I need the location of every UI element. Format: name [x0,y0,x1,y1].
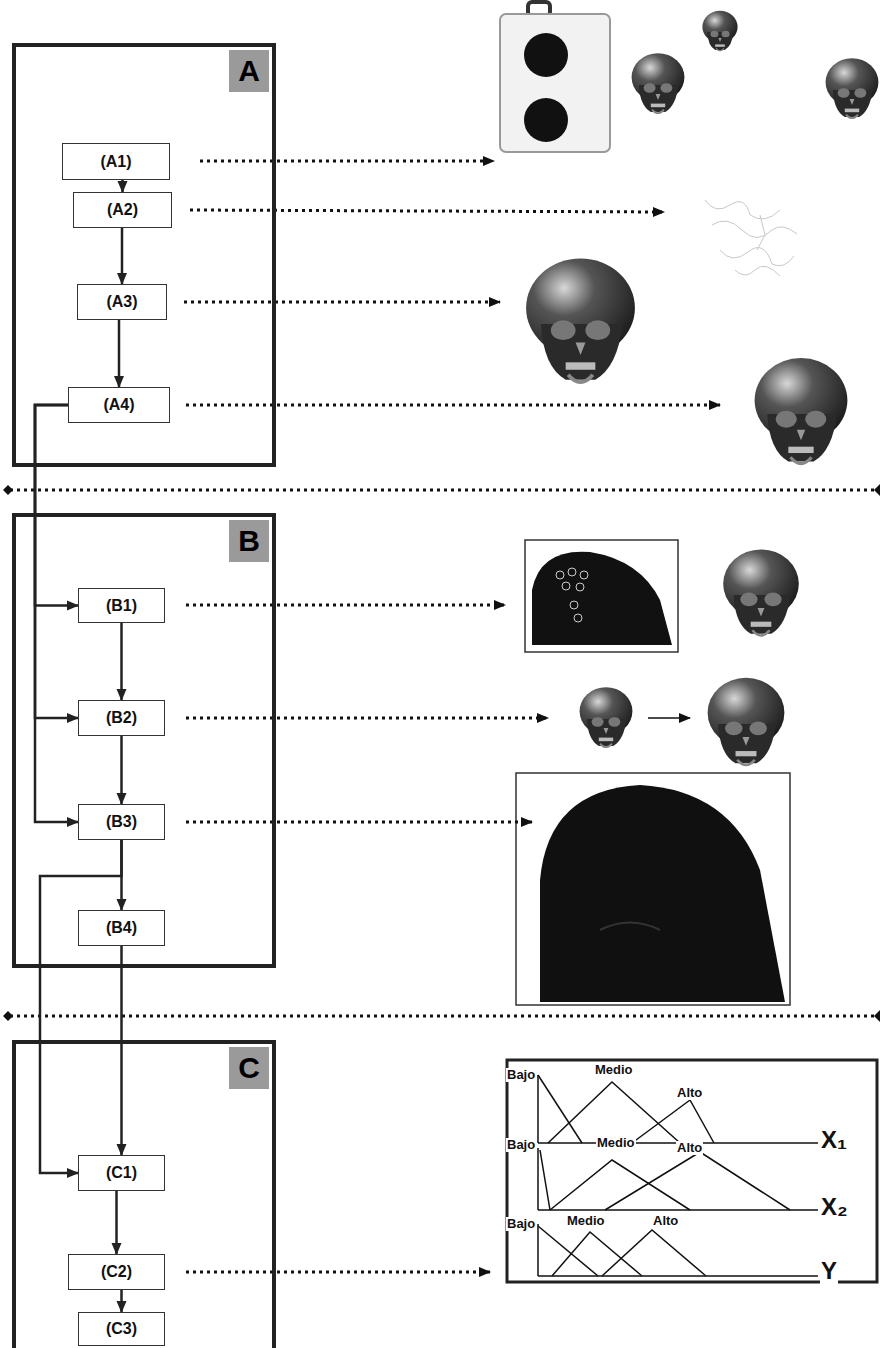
process-box: (B1) [78,588,165,623]
step-label: (B4) [106,919,137,937]
stage-letter: C [229,1047,269,1089]
step-label: (A4) [103,396,134,414]
step-label: (A1) [100,153,131,171]
step-label: (B1) [106,597,137,615]
step-label: (A3) [106,293,137,311]
fuzzy-set-label: Medio [566,1214,606,1228]
step-label: (A2) [107,201,138,219]
flow-arrow [35,405,78,606]
process-box: (B3) [78,804,165,840]
process-box: (A3) [77,284,167,320]
axis-label: X₁ [820,1127,848,1153]
flow-arrow [121,228,124,284]
process-box: (A1) [62,143,170,180]
step-label: (B3) [106,813,137,831]
flow-arrow [120,623,123,700]
stage-panel: C (C1) (C2) (C3) [12,1040,276,1348]
step-label: (C1) [106,1164,137,1182]
flow-arrow [35,405,78,718]
stage-panel: A (A1) (A2) (A3) (A4) [12,43,276,467]
fuzzy-set-label: Bajo [506,1217,536,1231]
flow-arrow [118,320,121,387]
step-label: (B2) [106,709,137,727]
fuzzy-set-label: Bajo [506,1068,536,1082]
step-label: (C3) [106,1320,137,1338]
flow-arrow [115,1191,118,1254]
flow-arrow [35,405,78,822]
process-box: (B2) [78,700,165,736]
flow-arrow [120,1290,123,1312]
stage-letter: B [229,520,269,562]
process-box: (C2) [68,1254,165,1290]
process-box: (C3) [78,1312,165,1346]
fuzzy-set-label: Alto [676,1086,703,1100]
fuzzy-set-label: Bajo [506,1138,536,1152]
stage-letter: A [229,50,269,92]
flow-arrow [120,946,123,1155]
process-box: (B4) [78,910,165,946]
process-box: (C1) [78,1155,165,1191]
step-label: (C2) [101,1263,132,1281]
stage-panel: B (B1) (B2) (B3) (B4) [12,513,276,968]
fuzzy-set-label: Alto [676,1141,703,1155]
axis-label: X₂ [820,1194,849,1220]
flow-arrow [120,736,123,804]
fuzzy-set-label: Alto [652,1214,679,1228]
fuzzy-set-label: Medio [596,1136,636,1150]
axis-label: Y [820,1258,838,1284]
flow-arrow [121,180,124,192]
process-box: (A4) [68,387,170,423]
flow-arrow [40,840,122,1173]
process-box: (A2) [73,192,172,228]
fuzzy-set-label: Medio [594,1063,634,1077]
